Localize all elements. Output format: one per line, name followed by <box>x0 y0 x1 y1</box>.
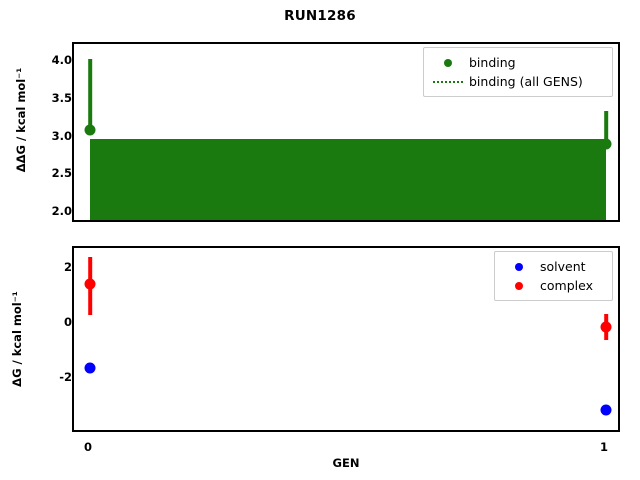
bottom-xtick-label-0: 0 <box>83 440 93 454</box>
binding-marker-gen0 <box>84 124 96 136</box>
binding-marker-icon <box>431 58 465 67</box>
bottom-xtick-0 <box>90 430 92 432</box>
top-ytick-label-4-0: 4.0 <box>51 53 72 67</box>
legend-item-solvent[interactable]: solvent <box>502 257 604 276</box>
top-xtick-0 <box>90 220 92 222</box>
top-panel-legend[interactable]: binding binding (all GENS) <box>423 47 613 97</box>
binding-all-gens-band <box>90 138 606 220</box>
legend-label-complex: complex <box>540 278 593 293</box>
legend-label-binding-all-gens: binding (all GENS) <box>469 74 583 89</box>
complex-marker-gen1 <box>600 321 612 333</box>
bottom-panel-xlabel: GEN <box>332 456 360 470</box>
bottom-panel-axes: solvent complex <box>72 246 620 432</box>
bottom-panel-legend[interactable]: solvent complex <box>494 251 613 301</box>
solvent-marker-icon <box>502 262 536 271</box>
bottom-xtick-label-1: 1 <box>599 440 609 454</box>
solvent-marker-gen1 <box>600 404 612 415</box>
binding-errorbar-gen1 <box>604 111 608 149</box>
binding-dotted-line-icon <box>431 80 465 83</box>
complex-marker-icon <box>502 281 536 290</box>
legend-label-solvent: solvent <box>540 259 586 274</box>
legend-item-binding[interactable]: binding <box>431 53 604 72</box>
top-ytick-label-3-5: 3.5 <box>51 90 72 105</box>
bottom-ytick-label-2: 2 <box>63 260 72 274</box>
top-xtick-1 <box>606 220 608 222</box>
bottom-xtick-1 <box>606 430 608 432</box>
bottom-panel-ylabel: ΔG / kcal mol⁻¹ <box>10 291 24 387</box>
top-ytick-label-2-5: 2.5 <box>51 166 72 181</box>
legend-item-binding-all-gens[interactable]: binding (all GENS) <box>431 72 604 91</box>
solvent-marker-gen0 <box>84 362 96 373</box>
complex-marker-gen0 <box>84 278 96 289</box>
binding-errorbar-gen0 <box>88 58 92 132</box>
binding-marker-gen1 <box>600 138 612 150</box>
top-panel-axes: binding binding (all GENS) <box>72 42 620 222</box>
legend-label-binding: binding <box>469 55 516 70</box>
top-ytick-label-2-0: 2.0 <box>51 204 72 218</box>
figure-title: RUN1286 <box>284 8 356 24</box>
bottom-ytick-label-0: 0 <box>63 315 72 329</box>
bottom-ytick-label-neg2: -2 <box>59 370 72 384</box>
top-ytick-label-3-0: 3.0 <box>51 128 72 143</box>
legend-item-complex[interactable]: complex <box>502 276 604 295</box>
